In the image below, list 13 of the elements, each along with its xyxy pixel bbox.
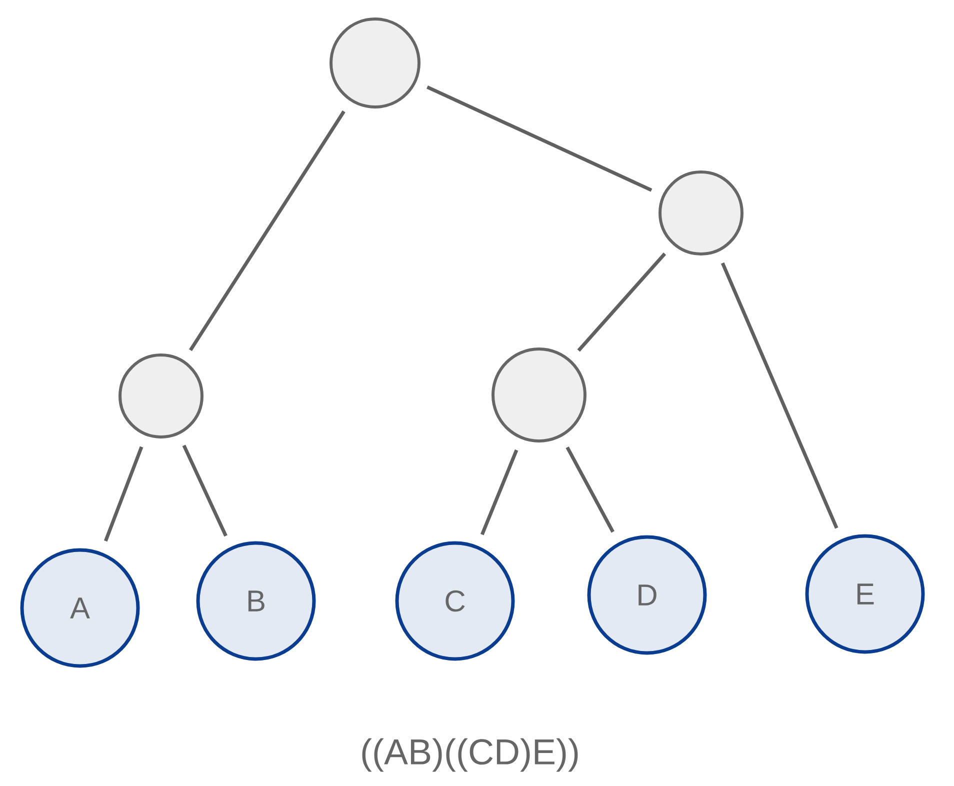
connector-line: [182, 444, 228, 537]
connector-line: [480, 449, 518, 536]
node-circle: [658, 170, 744, 256]
node-circle: [330, 18, 420, 108]
node-circle: [118, 354, 204, 438]
connector-line: [189, 110, 346, 352]
connector-line: [104, 446, 144, 542]
connector-line: [720, 262, 838, 529]
node-circle: [492, 348, 586, 442]
caption: ((AB)((CD)E)): [362, 738, 578, 772]
connector-line: [426, 85, 652, 192]
connector-line: [577, 252, 666, 352]
connector-line: [566, 446, 614, 533]
